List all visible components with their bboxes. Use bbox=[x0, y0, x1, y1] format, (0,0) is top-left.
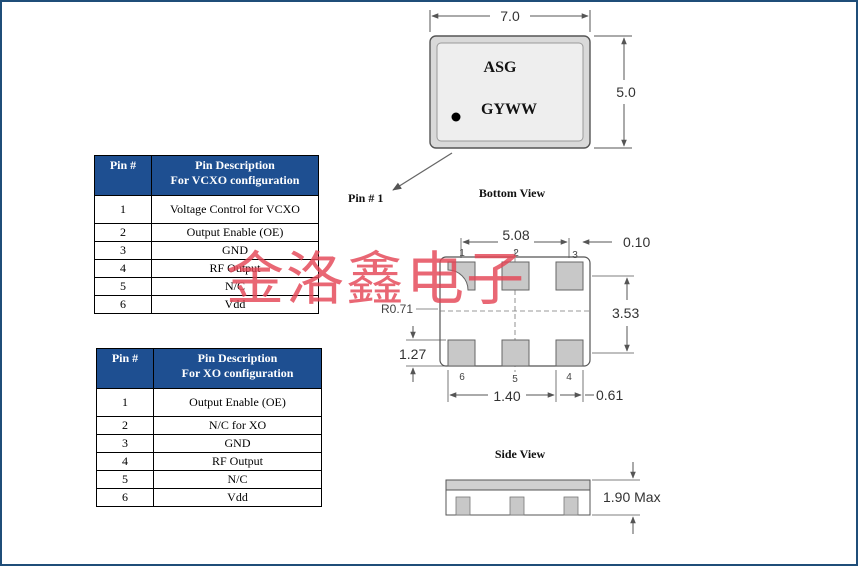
header-pin-description: Pin Description For XO configuration bbox=[153, 348, 322, 389]
side-lid bbox=[445, 479, 591, 491]
dim-height-label: 3.53 bbox=[612, 305, 639, 321]
dim-offset-label: 0.10 bbox=[623, 234, 650, 250]
package-lid bbox=[436, 42, 584, 142]
dim-gap-label: 0.61 bbox=[596, 387, 623, 403]
pin-description: RF Output bbox=[153, 452, 322, 471]
vcxo-pin-table: Pin # Pin Description For VCXO configura… bbox=[94, 155, 319, 314]
top-view: ASG GYWW 7.0 5.0 Pin # 1 bbox=[348, 8, 636, 205]
pin-number-5: 5 bbox=[512, 374, 518, 385]
side-view: Side View 1.90 Max bbox=[445, 447, 661, 534]
pin-number-3: 3 bbox=[572, 250, 578, 261]
pin-number-1: 1 bbox=[459, 248, 465, 259]
header-desc-line1: Pin Description bbox=[197, 351, 278, 365]
pad-3 bbox=[555, 261, 584, 291]
pad-6 bbox=[447, 339, 476, 367]
header-pin-description: Pin Description For VCXO configuration bbox=[151, 155, 319, 196]
pin-description: N/C bbox=[153, 470, 322, 489]
dim-width-label: 7.0 bbox=[500, 8, 520, 24]
pad-1 bbox=[447, 261, 476, 291]
pad-4 bbox=[555, 339, 584, 367]
header-desc-line2: For VCXO configuration bbox=[170, 173, 300, 187]
side-height-label: 1.90 Max bbox=[603, 489, 661, 505]
header-pin-number: Pin # bbox=[96, 348, 154, 389]
pin-description: Vdd bbox=[153, 488, 322, 507]
pin1-pointer bbox=[392, 152, 453, 191]
bottom-view: Bottom View 1 2 3 6 5 4 5.08 0.10 3.53 R bbox=[381, 186, 650, 404]
pin-number-6: 6 bbox=[459, 372, 465, 383]
dim-radius-label: R0.71 bbox=[381, 302, 413, 316]
side-pad bbox=[509, 496, 525, 516]
pin-description: Vdd bbox=[151, 295, 319, 314]
pin-number-4: 4 bbox=[566, 372, 572, 383]
dim-pitch-label: 5.08 bbox=[502, 227, 529, 243]
dim-pad-height-label: 1.27 bbox=[399, 346, 426, 362]
pin-description: Output Enable (OE) bbox=[153, 388, 322, 417]
pad-2 bbox=[501, 261, 530, 291]
pin1-label: Pin # 1 bbox=[348, 191, 383, 205]
marking-gyww: GYWW bbox=[481, 101, 537, 118]
pad-5 bbox=[501, 339, 530, 367]
header-desc-line2: For XO configuration bbox=[181, 366, 294, 380]
dim-height-label: 5.0 bbox=[616, 84, 636, 100]
side-pad bbox=[563, 496, 579, 516]
pin1-dot-icon bbox=[451, 112, 461, 122]
pin-description: Output Enable (OE) bbox=[151, 223, 319, 242]
side-pad bbox=[455, 496, 471, 516]
bottom-view-title: Bottom View bbox=[479, 186, 546, 200]
xo-pin-table: Pin # Pin Description For XO configurati… bbox=[96, 348, 322, 507]
dim-pad-width-label: 1.40 bbox=[493, 388, 520, 404]
header-desc-line1: Pin Description bbox=[195, 158, 275, 172]
watermark-text: 金洛鑫电子 bbox=[226, 245, 527, 313]
marking-asg: ASG bbox=[484, 59, 517, 76]
side-view-title: Side View bbox=[495, 447, 546, 461]
pin-number-2: 2 bbox=[513, 248, 519, 259]
